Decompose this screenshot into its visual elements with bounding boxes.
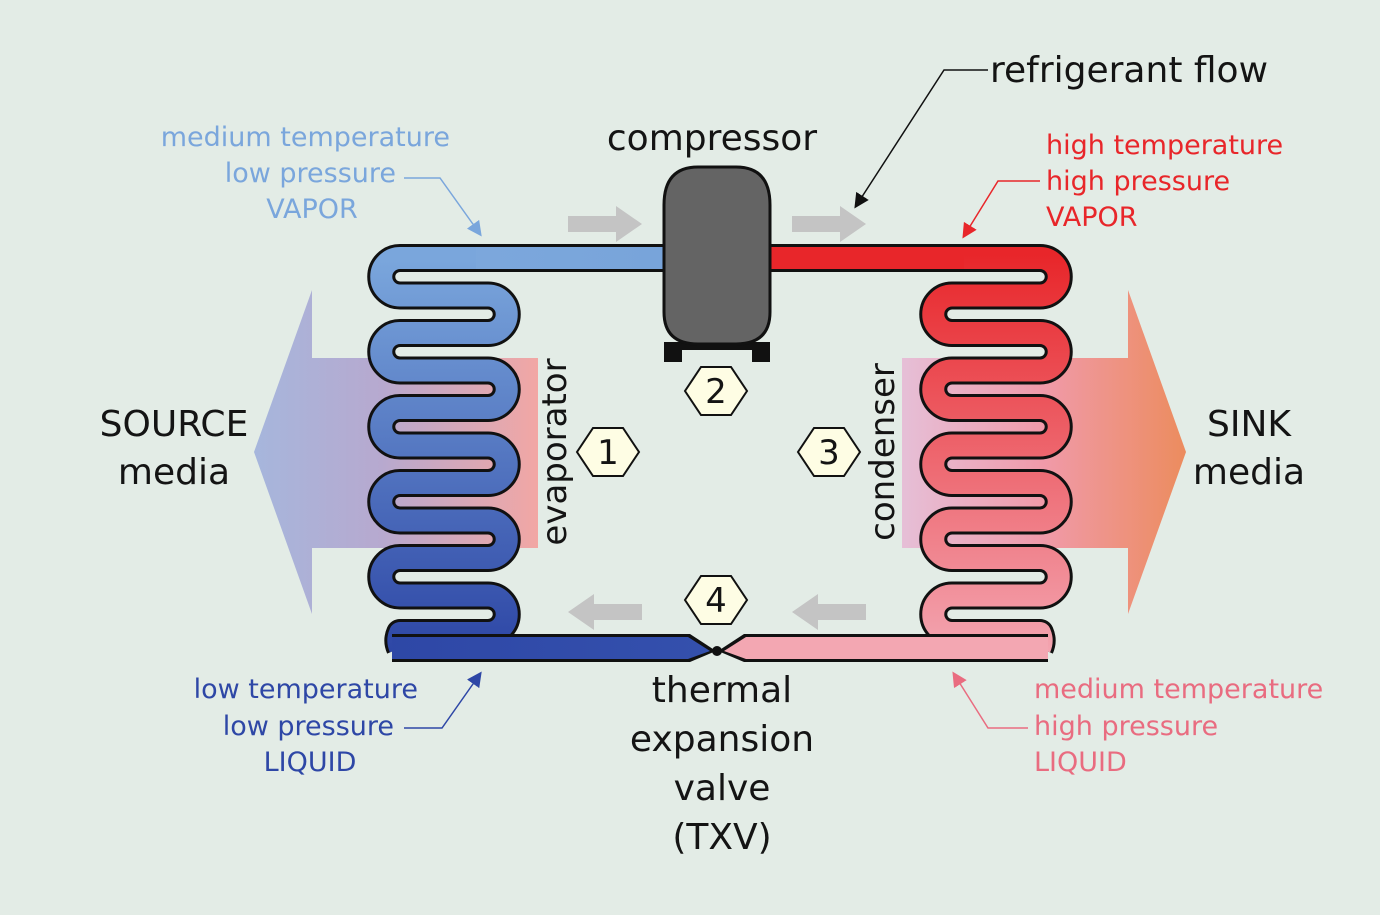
- liquid-line-low: [392, 634, 716, 662]
- state-comp-out-line1: high temperature: [1046, 130, 1283, 161]
- source-label-line2: media: [118, 452, 230, 493]
- source-label-line1: SOURCE: [100, 404, 249, 445]
- step-badge-4: 4: [683, 575, 749, 625]
- state-evap-in-line2: low pressure: [223, 711, 394, 742]
- state-evap-out-line3: VAPOR: [266, 194, 358, 225]
- state-comp-out-line2: high pressure: [1046, 166, 1230, 197]
- leader-evap-in: [404, 671, 482, 729]
- leader-cond-out: [952, 671, 1028, 729]
- sink-label-line2: media: [1193, 452, 1305, 493]
- txv-label-line4: (TXV): [672, 817, 771, 858]
- txv-label-line1: thermal: [652, 670, 792, 711]
- step-1-label: 1: [597, 433, 619, 473]
- step-badge-3: 3: [796, 427, 862, 477]
- condenser-label: condenser: [863, 363, 903, 541]
- step-badge-2: 2: [683, 366, 749, 416]
- suction-line: [476, 244, 670, 272]
- txv-label-line3: valve: [674, 768, 771, 809]
- flow-arrow-top-right-icon: [792, 206, 866, 242]
- flow-arrow-bottom-left-icon: [568, 594, 642, 630]
- discharge-line: [766, 244, 964, 272]
- state-evap-in: low temperature low pressure LIQUID: [194, 674, 418, 778]
- state-cond-out: medium temperature high pressure LIQUID: [1034, 674, 1323, 778]
- txv-valve-icon: [712, 646, 722, 656]
- state-cond-out-line1: medium temperature: [1034, 674, 1323, 705]
- state-comp-out-line3: VAPOR: [1046, 202, 1138, 233]
- txv-label-line2: expansion: [630, 719, 814, 760]
- state-evap-out-line1: medium temperature: [161, 122, 450, 153]
- evaporator-label: evaporator: [535, 358, 575, 545]
- compressor-icon: [662, 165, 772, 362]
- state-evap-in-line3: LIQUID: [264, 747, 357, 778]
- leader-refrigerant-flow: [854, 69, 988, 209]
- state-cond-out-line2: high pressure: [1034, 711, 1218, 742]
- step-3-label: 3: [818, 433, 840, 473]
- step-badge-1: 1: [575, 427, 641, 477]
- evaporator-coil: [367, 244, 521, 654]
- leader-evap-out: [404, 177, 482, 237]
- state-evap-out-line2: low pressure: [225, 158, 396, 189]
- state-cond-out-line3: LIQUID: [1034, 747, 1127, 778]
- state-evap-out: medium temperature low pressure VAPOR: [161, 122, 450, 225]
- refrigerant-flow-label: refrigerant flow: [990, 50, 1268, 91]
- compressor-label: compressor: [607, 118, 817, 159]
- state-evap-in-line1: low temperature: [194, 674, 418, 705]
- sink-label-line1: SINK: [1207, 404, 1292, 445]
- flow-arrow-top-left-icon: [568, 206, 642, 242]
- leader-comp-out: [962, 180, 1040, 239]
- condenser-coil: [919, 244, 1073, 654]
- liquid-line-high: [718, 634, 1048, 662]
- step-4-label: 4: [705, 581, 727, 621]
- step-2-label: 2: [705, 372, 727, 412]
- state-comp-out: high temperature high pressure VAPOR: [1046, 130, 1283, 233]
- flow-arrow-bottom-right-icon: [792, 594, 866, 630]
